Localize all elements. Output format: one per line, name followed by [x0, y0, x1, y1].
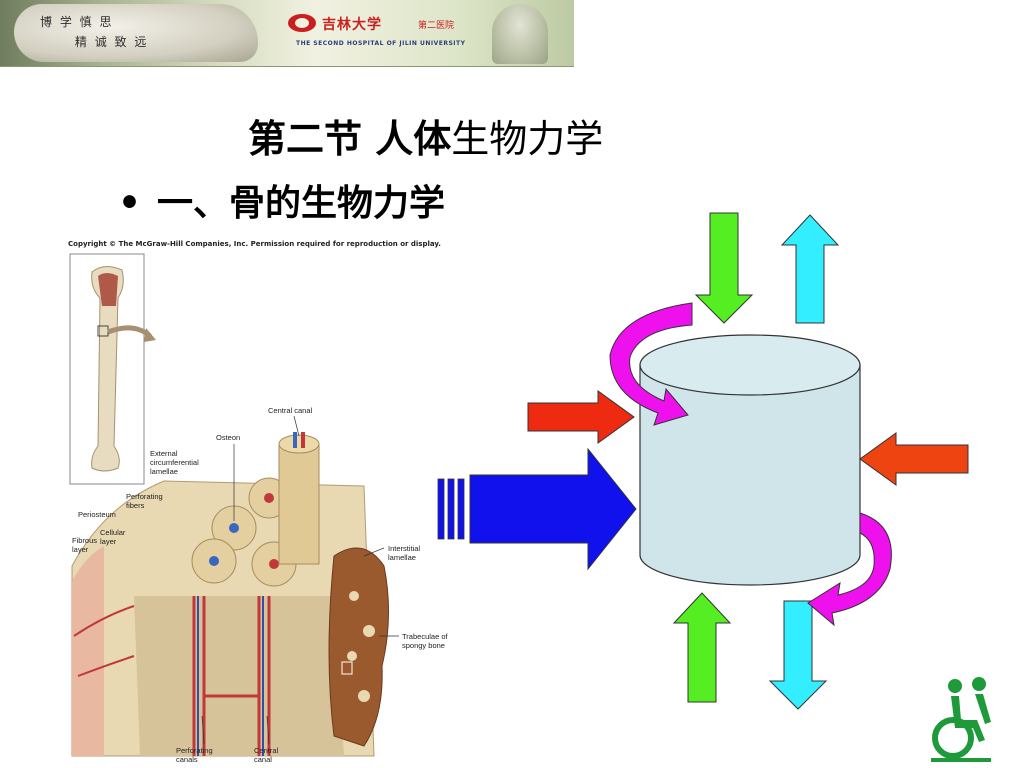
bone-cylinder-top — [639, 334, 861, 396]
compression-arrow-bottom — [672, 592, 732, 703]
bullet-item: • 一、骨的生物力学 — [118, 174, 445, 226]
label-periosteum: Periosteum — [78, 510, 116, 519]
figure-copyright: Copyright © The McGraw-Hill Companies, I… — [68, 240, 441, 248]
label-cellular-layer: Cellular layer — [100, 528, 126, 546]
shear-arrow-left — [527, 390, 635, 444]
bone-anatomy-figure: Copyright © The McGraw-Hill Companies, I… — [64, 236, 464, 768]
header-banner: 博 学 慎 思 精 诚 致 远 吉林大学 第二医院 THE SECOND HOS… — [0, 0, 574, 67]
torsion-arrow-top — [609, 302, 693, 426]
bone-cylinder — [639, 364, 861, 586]
logo-english-name: THE SECOND HOSPITAL OF JILIN UNIVERSITY — [296, 40, 466, 47]
label-trabeculae: Trabeculae of spongy bone — [402, 632, 448, 650]
bullet-dot-icon: • — [118, 182, 142, 224]
label-interstitial-lamellae: Interstitial lamellae — [388, 544, 421, 562]
shear-arrow-right — [859, 432, 969, 486]
bone-illustration — [69, 253, 399, 757]
portrait-image — [492, 4, 548, 64]
bending-arrow-bar-1 — [437, 478, 445, 540]
label-fibrous-layer: Fibrous layer — [72, 536, 98, 554]
torsion-arrow-bottom — [807, 512, 892, 627]
bending-arrow-bar-2 — [447, 478, 455, 540]
label-perforating-canals: Perforating canals — [176, 746, 213, 764]
slide-title-rest: 生物力学 — [451, 117, 604, 161]
motto-text: 博 学 慎 思 精 诚 致 远 — [40, 15, 149, 49]
label-osteon: Osteon — [216, 433, 241, 442]
motto-stone — [14, 4, 258, 62]
label-central-canal: Central canal — [268, 406, 313, 415]
label-perforating-fibers: Perforating fibers — [126, 492, 163, 510]
label-central-canal-bottom: Central canal — [254, 746, 279, 764]
university-logo-icon — [288, 14, 316, 32]
slide-title-bold: 第二节 人体 — [248, 116, 452, 161]
compression-arrow-top — [694, 212, 754, 324]
bending-arrow — [469, 447, 637, 571]
bullet-text: 一、骨的生物力学 — [157, 182, 446, 224]
load-diagram — [437, 212, 969, 710]
tension-arrow-bottom — [768, 600, 828, 710]
logo-chinese-name: 吉林大学 — [322, 17, 382, 33]
tension-arrow-top — [780, 214, 840, 324]
bending-arrow-bar-3 — [457, 478, 465, 540]
slide-title: 第二节 人体生物力学 — [248, 108, 603, 163]
label-external-lamellae: External circumferential lamellae — [150, 449, 199, 476]
logo-subtitle: 第二医院 — [418, 21, 455, 31]
wheelchair-icon — [925, 676, 997, 762]
